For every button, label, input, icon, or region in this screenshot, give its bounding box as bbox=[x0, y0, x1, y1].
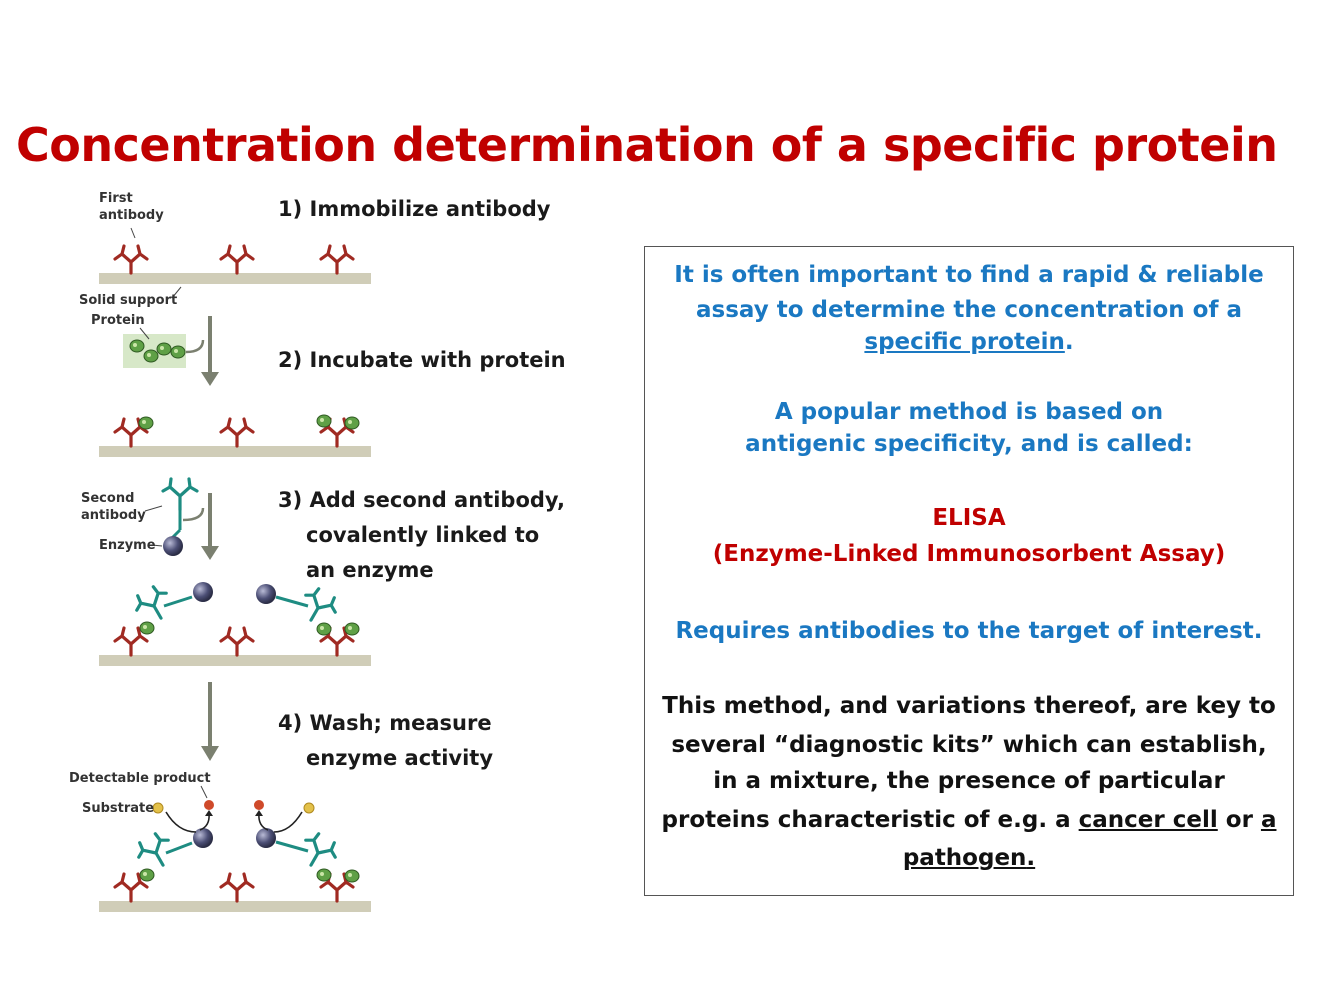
info-p1-line2: assay to determine the concentration of … bbox=[645, 294, 1293, 327]
info-p1-line1: It is often important to find a rapid & … bbox=[645, 259, 1293, 292]
substrate-dot bbox=[153, 803, 163, 813]
second-antibody-label-line2: antibody bbox=[81, 507, 146, 524]
info-p2-line1: A popular method is based on bbox=[645, 396, 1293, 429]
info-box: It is often important to find a rapid & … bbox=[644, 246, 1294, 896]
a-underlined: a bbox=[1261, 807, 1277, 833]
pathogen-underlined: pathogen bbox=[903, 845, 1027, 871]
detectable-product-label: Detectable product bbox=[69, 770, 211, 787]
info-p4-line4-part2: or bbox=[1218, 807, 1261, 833]
step3-line1: 3) Add second antibody, bbox=[278, 483, 565, 518]
first-antibody bbox=[321, 246, 353, 273]
step4-line1: 4) Wash; measure bbox=[278, 706, 493, 741]
solid-support-label: Solid support bbox=[79, 292, 177, 309]
info-p1-period: . bbox=[1065, 329, 1074, 355]
first-antibody-label-line1: First bbox=[99, 190, 164, 207]
step2-text: 2) Incubate with protein bbox=[278, 343, 566, 378]
second-antibody-label: Second antibody bbox=[81, 490, 146, 524]
first-antibody bbox=[221, 246, 253, 273]
step3-arrow bbox=[145, 479, 219, 560]
info-p4-line5: pathogen. bbox=[645, 839, 1293, 877]
first-antibody-label: First antibody bbox=[99, 190, 164, 224]
info-p4-line1: This method, and variations thereof, are… bbox=[645, 687, 1293, 725]
step3-line3: an enzyme bbox=[278, 553, 565, 588]
info-p4-line4-part1: proteins characteristic of e.g. a bbox=[662, 807, 1079, 833]
step3-text: 3) Add second antibody, covalently linke… bbox=[278, 483, 565, 588]
step4-line2: enzyme activity bbox=[278, 741, 493, 776]
enzyme-label: Enzyme bbox=[99, 537, 156, 554]
first-antibody-label-line2: antibody bbox=[99, 207, 164, 224]
step1-text: 1) Immobilize antibody bbox=[278, 192, 550, 227]
step2-graphic bbox=[99, 415, 371, 457]
second-antibody-label-line1: Second bbox=[81, 490, 146, 507]
step1-graphic bbox=[99, 228, 371, 298]
product-dot bbox=[204, 800, 214, 810]
info-p3: Requires antibodies to the target of int… bbox=[645, 615, 1293, 648]
info-p4-period: . bbox=[1026, 845, 1035, 871]
enzyme-ball bbox=[163, 536, 183, 556]
info-p1-line3: specific protein. bbox=[645, 326, 1293, 359]
info-p4-line2: several “diagnostic kits” which can esta… bbox=[645, 726, 1293, 764]
step3-line2: covalently linked to bbox=[278, 518, 565, 553]
step4-arrow bbox=[201, 682, 219, 761]
solid-support-bar bbox=[99, 273, 371, 284]
info-p4-line4: proteins characteristic of e.g. a cancer… bbox=[645, 801, 1293, 839]
elisa-heading: ELISA bbox=[645, 500, 1293, 536]
cancer-cell-underlined: cancer cell bbox=[1079, 807, 1218, 833]
second-antibody bbox=[163, 479, 197, 510]
first-antibody bbox=[115, 246, 147, 273]
specific-protein-underlined: specific protein bbox=[864, 329, 1064, 355]
protein-label: Protein bbox=[91, 312, 145, 329]
info-p2-line2: antigenic specificity, and is called: bbox=[645, 428, 1293, 461]
info-p4-line3: in a mixture, the presence of particular bbox=[645, 762, 1293, 800]
step3-graphic bbox=[99, 582, 371, 666]
step4-text: 4) Wash; measure enzyme activity bbox=[278, 706, 493, 776]
substrate-label: Substrate bbox=[82, 800, 154, 817]
elisa-full-name: (Enzyme-Linked Immunosorbent Assay) bbox=[645, 536, 1293, 572]
